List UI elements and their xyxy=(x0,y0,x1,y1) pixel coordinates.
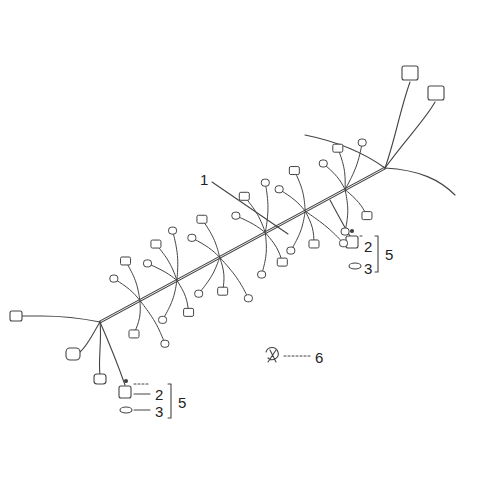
screw xyxy=(125,380,128,383)
branch-wire xyxy=(148,263,177,280)
branch-wire xyxy=(244,196,265,232)
branch-wire xyxy=(173,231,178,281)
callout-number: 2 xyxy=(362,238,374,255)
relay-part xyxy=(119,386,131,398)
connector xyxy=(428,86,444,100)
connector xyxy=(129,330,139,338)
connector xyxy=(161,340,169,347)
branch-wire xyxy=(291,211,305,250)
harness-wire xyxy=(385,82,410,168)
leader-line xyxy=(134,393,150,394)
connector xyxy=(333,144,343,152)
harness-trunk xyxy=(100,168,385,322)
leader-line xyxy=(212,182,288,234)
connector xyxy=(195,290,203,297)
connector xyxy=(341,228,349,235)
connector xyxy=(197,215,207,223)
connector xyxy=(159,316,167,323)
ring-terminal xyxy=(349,263,361,269)
callout-number: 5 xyxy=(383,246,395,263)
connector xyxy=(261,179,269,186)
branch-wire xyxy=(220,257,224,291)
branch-wire xyxy=(262,233,267,275)
branch-wire xyxy=(265,183,268,233)
connector xyxy=(358,139,366,146)
callout-number: 1 xyxy=(198,171,210,188)
harness-wire xyxy=(100,322,125,385)
cable-clip xyxy=(266,348,278,363)
harness-wire xyxy=(385,168,455,195)
connector xyxy=(275,186,283,193)
connector xyxy=(110,275,118,282)
branch-wire xyxy=(338,148,345,189)
branch-wire xyxy=(305,211,314,244)
connector xyxy=(184,308,194,316)
leader-line xyxy=(284,355,310,356)
branch-wire xyxy=(163,280,177,319)
connector xyxy=(94,374,106,384)
connector xyxy=(402,66,418,80)
harness-wire xyxy=(305,135,385,168)
branch-wires xyxy=(110,139,372,347)
branch-wire xyxy=(177,280,189,312)
branch-wire xyxy=(192,238,220,258)
connector xyxy=(340,240,348,247)
branch-wire xyxy=(294,171,305,212)
connector xyxy=(218,287,228,295)
branch-wire xyxy=(305,211,343,243)
connector xyxy=(244,295,252,302)
connector xyxy=(309,240,319,248)
connector xyxy=(239,192,249,200)
connector xyxy=(121,257,131,265)
connector xyxy=(362,212,372,220)
connector xyxy=(232,212,240,219)
harness-trunk-core xyxy=(100,168,385,322)
harness-wire xyxy=(385,102,435,168)
harness-wire xyxy=(22,316,100,322)
branch-wire xyxy=(199,257,220,293)
callout-number: 2 xyxy=(153,386,165,403)
connector xyxy=(66,348,80,360)
connector xyxy=(144,260,152,267)
connector xyxy=(169,227,177,234)
leader-line xyxy=(360,235,362,236)
branch-wire xyxy=(323,164,345,190)
bracket xyxy=(168,384,171,418)
callout-number: 3 xyxy=(153,403,165,420)
branch-wire xyxy=(236,216,265,233)
connector xyxy=(10,311,22,321)
branch-wire xyxy=(345,143,362,190)
connector xyxy=(188,234,196,241)
callout-number: 6 xyxy=(313,349,325,366)
branch-wire xyxy=(126,261,140,300)
branch-wire xyxy=(279,189,305,211)
branch-wire xyxy=(156,244,177,280)
branch-wire xyxy=(345,190,348,232)
connector xyxy=(289,167,299,175)
leader-line xyxy=(134,409,150,410)
callout-number: 5 xyxy=(176,394,188,411)
leader-line xyxy=(134,383,150,384)
callout-number: 3 xyxy=(362,260,374,277)
connector xyxy=(319,160,327,167)
harness-wire xyxy=(80,322,100,352)
branch-wire xyxy=(202,219,220,257)
connector xyxy=(277,258,287,266)
screw xyxy=(351,230,354,233)
connector xyxy=(287,247,295,254)
ring-terminal xyxy=(120,407,132,413)
harness-wire xyxy=(99,322,100,375)
branch-wire xyxy=(134,300,140,333)
connector xyxy=(258,271,266,278)
connector xyxy=(151,240,161,248)
bracket xyxy=(375,236,378,272)
